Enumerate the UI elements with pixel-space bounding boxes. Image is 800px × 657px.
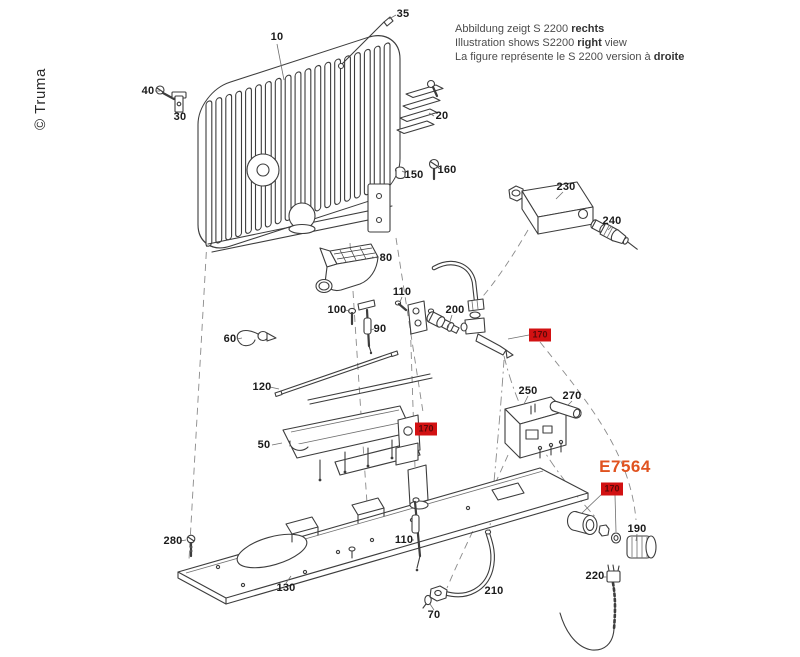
- part-label-80: 80: [379, 252, 393, 264]
- part-label-10: 10: [270, 31, 284, 43]
- gas-pipe: [429, 529, 495, 602]
- part-label-240: 240: [602, 215, 622, 227]
- screw-160: [428, 158, 440, 181]
- leader-lines: [155, 14, 638, 611]
- part-label-250: 250: [518, 385, 538, 397]
- part-label-100: 100: [327, 304, 347, 316]
- electrode-lower: [411, 497, 422, 572]
- part-label-30: 30: [173, 111, 187, 123]
- heat-exchanger: [197, 35, 401, 253]
- view-note: Abbildung zeigt S 2200 rechts Illustrati…: [455, 22, 684, 64]
- part-label-90: 90: [373, 323, 387, 335]
- burner-tray: [282, 373, 433, 482]
- part-label-210: 210: [484, 585, 504, 597]
- highlight-box-170-bracket[interactable]: 170: [415, 422, 437, 436]
- highlight-box-170-valve[interactable]: 170: [529, 328, 551, 342]
- part-label-35: 35: [396, 8, 410, 20]
- tension-rod: [274, 350, 399, 398]
- part-label-130: 130: [276, 582, 296, 594]
- part-label-190: 190: [627, 523, 647, 535]
- chain: [559, 581, 617, 651]
- cable-gland-240: [590, 219, 638, 250]
- highlight-box-170-knob[interactable]: 170: [601, 482, 623, 496]
- part-label-220: 220: [585, 570, 605, 582]
- note-line-de: Abbildung zeigt S 2200 rechts: [455, 23, 605, 35]
- part-label-270: 270: [562, 390, 582, 402]
- exhaust-elbow: [315, 243, 379, 294]
- switch-220: [606, 564, 621, 583]
- part-label-120: 120: [252, 381, 272, 393]
- note-line-fr: La figure représente le S 2200 version à…: [455, 51, 685, 63]
- screw-280: [186, 534, 196, 558]
- screw-100: [347, 307, 357, 326]
- piezo-igniter-group: [566, 510, 657, 559]
- part-label-40: 40: [141, 85, 155, 97]
- part-label-160: 160: [437, 164, 457, 176]
- part-label-200: 200: [445, 304, 465, 316]
- clip-60: [236, 330, 277, 347]
- part-label-60: 60: [223, 333, 237, 345]
- part-label-110-top: 110: [392, 286, 412, 298]
- screw-40: [155, 85, 176, 101]
- thermocouple-35: [337, 16, 394, 70]
- cover-box-230: [508, 181, 594, 235]
- part-label-20: 20: [435, 110, 449, 122]
- copyright-text: © Truma: [32, 68, 49, 130]
- baffle-plates: [396, 79, 444, 135]
- tube-270: [549, 400, 582, 419]
- electrode-90: [357, 299, 376, 355]
- part-label-70: 70: [427, 609, 441, 621]
- part-label-150: 150: [404, 169, 424, 181]
- part-label-50: 50: [257, 439, 271, 451]
- base-plate: [177, 464, 589, 605]
- bracket-30: [171, 91, 187, 113]
- order-code[interactable]: E7564: [599, 457, 651, 476]
- part-label-110-bottom: 110: [394, 534, 414, 546]
- note-line-en: Illustration shows S2200 right view: [455, 37, 627, 49]
- part-label-230: 230: [556, 181, 576, 193]
- part-label-280: 280: [163, 535, 183, 547]
- clip-70: [422, 594, 432, 609]
